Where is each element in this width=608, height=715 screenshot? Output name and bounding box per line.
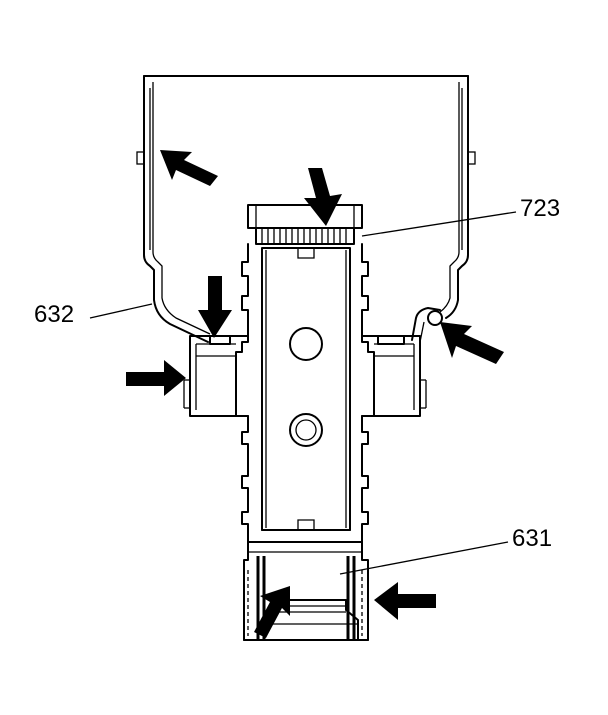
leader-line-631 (339, 541, 509, 575)
leader-line-632 (89, 303, 153, 319)
seal-ring-723 (255, 227, 355, 245)
arrow-bushing-left (374, 582, 436, 620)
arrow-left-junction (198, 276, 232, 338)
upper-housing-632 (136, 75, 476, 343)
arrows (126, 150, 504, 638)
arrow-right-bracket (440, 322, 504, 364)
arrow-bushing-up (254, 586, 290, 638)
upper-hole (289, 327, 323, 361)
callouts: 723 632 631 (34, 195, 560, 575)
arrow-left-block (126, 360, 186, 396)
arrow-top-ring (304, 168, 342, 226)
left-mount-block (183, 335, 249, 417)
callout-723: 723 (520, 195, 560, 222)
arrow-upper-left (160, 150, 218, 186)
lower-hole (289, 413, 323, 447)
central-shaft (241, 204, 369, 641)
callout-632: 632 (34, 301, 74, 328)
right-mount-block (361, 335, 427, 417)
leader-line-723 (361, 211, 517, 237)
callout-631: 631 (512, 525, 552, 552)
